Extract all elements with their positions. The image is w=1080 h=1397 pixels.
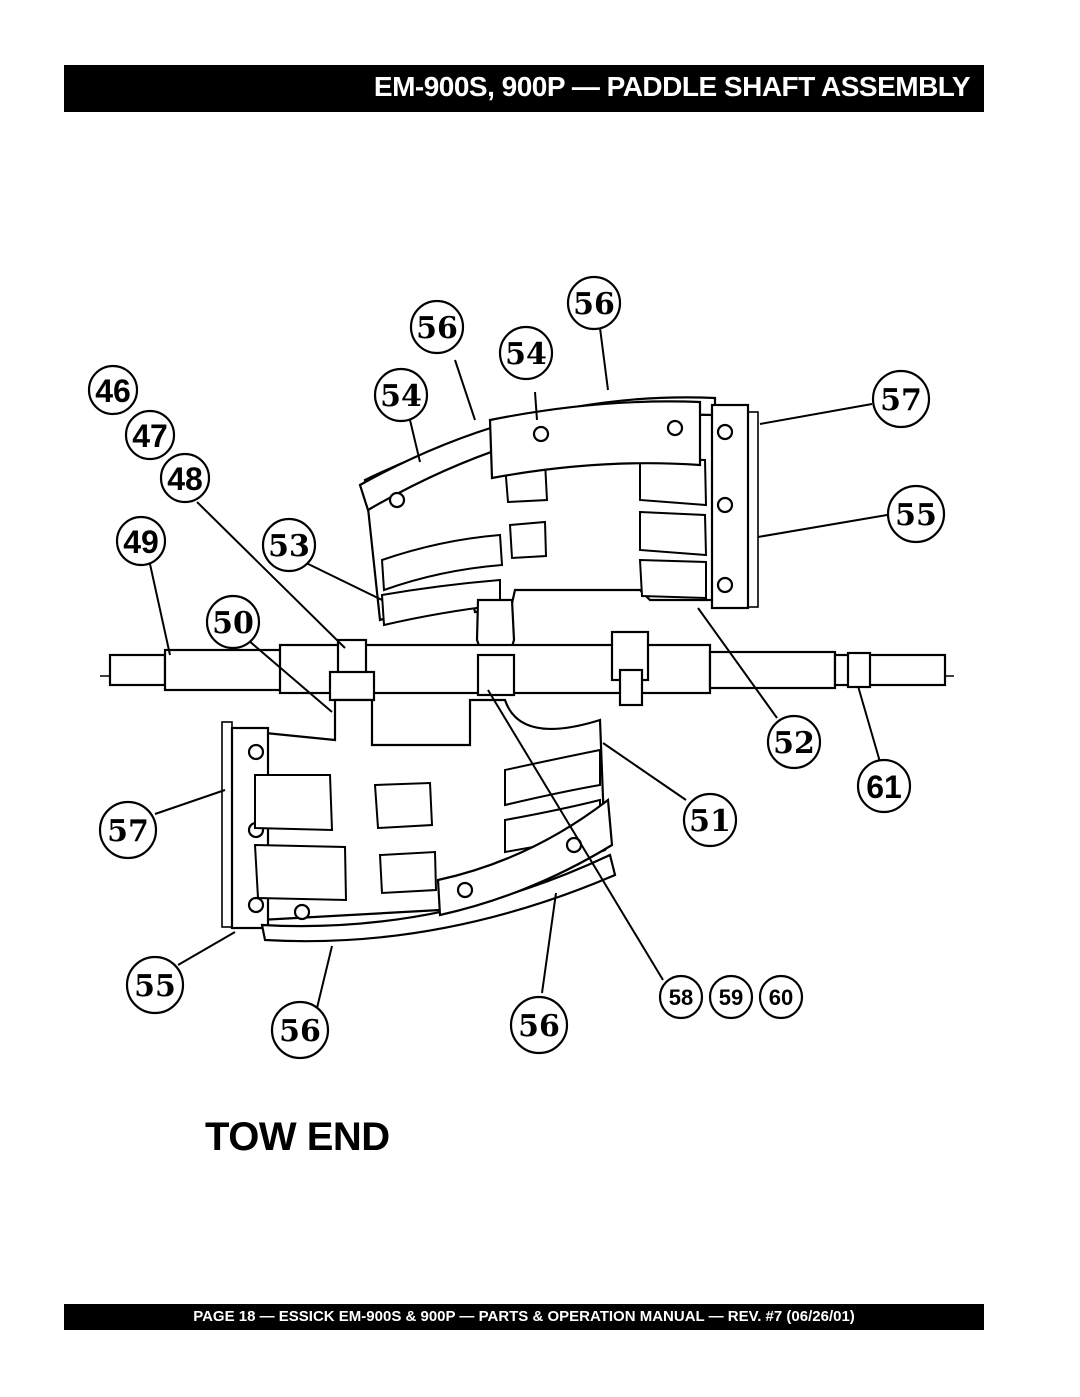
callout-55-top: 55 [886, 484, 946, 544]
page-title: EM-900S, 900P — PADDLE SHAFT ASSEMBLY [373, 71, 971, 102]
tow-end-label: TOW END [205, 1115, 390, 1159]
callout-50: 50 [205, 594, 261, 650]
svg-text:56: 56 [416, 311, 458, 346]
callout-47: 47 [124, 409, 176, 461]
upper-paddle [358, 396, 759, 662]
callout-49: 49 [115, 515, 167, 567]
callout-60: 60 [758, 974, 804, 1020]
callout-61: 61 [856, 758, 912, 814]
callout-46: 46 [87, 364, 139, 416]
svg-text:56: 56 [518, 1009, 560, 1044]
paddle-shaft [100, 630, 960, 707]
callout-59: 59 [708, 974, 754, 1020]
callout-56-top-left: 56 [409, 299, 465, 355]
svg-text:55: 55 [895, 498, 937, 533]
svg-text:48: 48 [167, 461, 203, 497]
svg-text:55: 55 [134, 969, 176, 1004]
svg-text:49: 49 [123, 524, 159, 560]
svg-text:51: 51 [689, 804, 731, 839]
callout-48: 48 [159, 452, 211, 504]
svg-text:57: 57 [107, 814, 149, 849]
svg-text:54: 54 [380, 379, 422, 414]
svg-text:47: 47 [132, 418, 168, 454]
lower-paddle [221, 698, 617, 943]
callout-52: 52 [766, 714, 822, 770]
callout-58: 58 [658, 974, 704, 1020]
svg-text:50: 50 [212, 606, 254, 641]
callout-57-bottom: 57 [98, 800, 158, 860]
svg-text:54: 54 [505, 337, 547, 372]
svg-text:57: 57 [880, 383, 922, 418]
svg-text:56: 56 [573, 287, 615, 322]
svg-text:59: 59 [719, 985, 743, 1010]
callout-54-left: 54 [373, 367, 429, 423]
callout-53: 53 [261, 517, 317, 573]
page-footer: PAGE 18 — ESSICK EM-900S & 900P — PARTS … [64, 1304, 984, 1330]
svg-text:46: 46 [95, 373, 131, 409]
svg-text:53: 53 [268, 529, 310, 564]
leader-lines [149, 327, 888, 1009]
svg-text:58: 58 [669, 985, 693, 1010]
svg-text:61: 61 [866, 769, 902, 805]
page-header: EM-900S, 900P — PADDLE SHAFT ASSEMBLY [64, 65, 984, 112]
svg-text:52: 52 [773, 726, 815, 761]
callout-57-top: 57 [871, 369, 931, 429]
callout-54-right: 54 [498, 325, 554, 381]
callout-56-bottom-left: 56 [270, 1000, 330, 1060]
footer-text: PAGE 18 — ESSICK EM-900S & 900P — PARTS … [193, 1308, 855, 1325]
svg-text:56: 56 [279, 1014, 321, 1049]
callout-55-bottom: 55 [125, 955, 185, 1015]
callout-56-top-right: 56 [566, 275, 622, 331]
callout-56-bottom-right: 56 [509, 995, 569, 1055]
callout-51: 51 [682, 792, 738, 848]
svg-text:60: 60 [769, 985, 793, 1010]
